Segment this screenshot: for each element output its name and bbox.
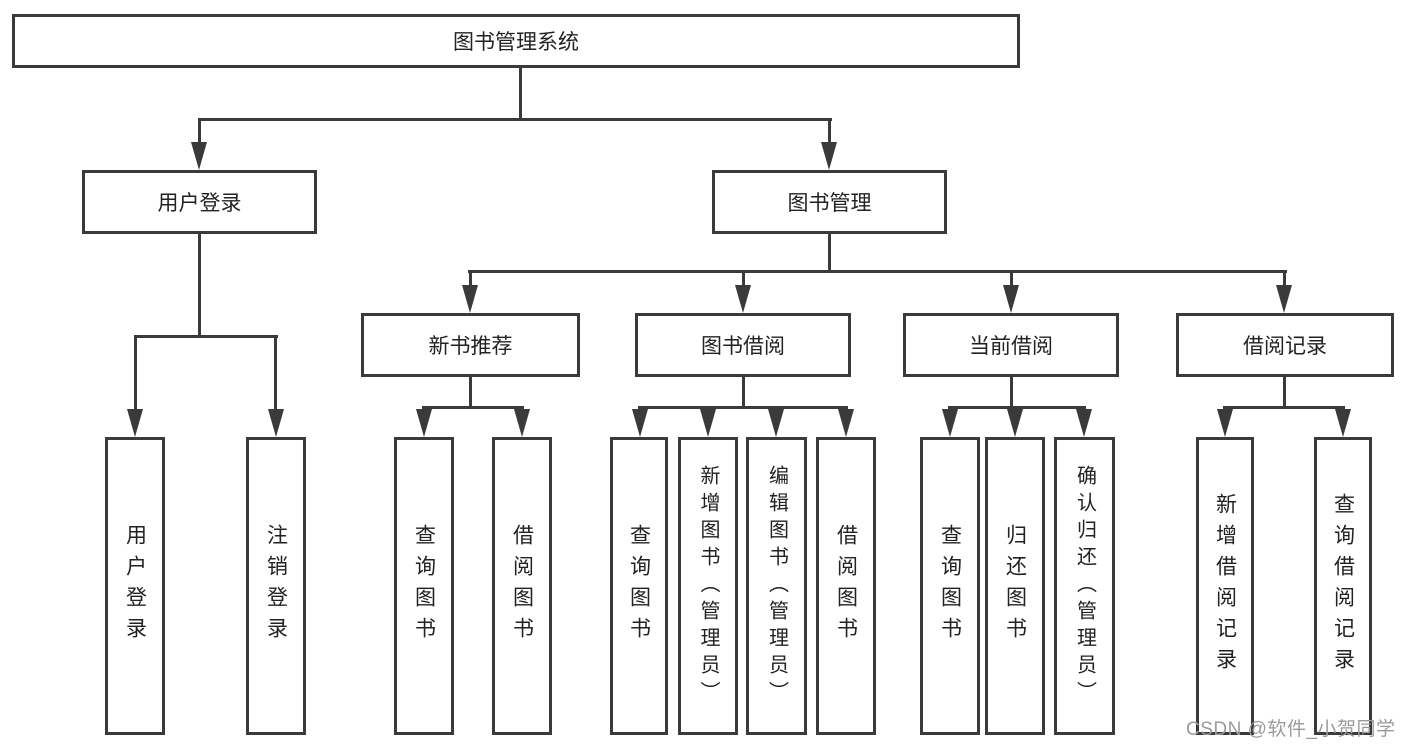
node-book-borrowing: 图书借阅 [635,313,851,377]
leaf-borrow-books-borrowing: 借阅图书 [816,437,876,735]
node-user-login: 用户登录 [82,170,317,234]
node-current-borrowing: 当前借阅 [903,313,1119,377]
arrowhead-icon [127,409,143,437]
connector-line [1010,377,1013,408]
node-label: 当前借阅 [969,335,1053,358]
node-borrowing-records: 借阅记录 [1176,313,1394,377]
connector-line [742,270,745,288]
node-new-book-recommendation: 新书推荐 [361,313,580,377]
leaf-borrow-books-recommend: 借阅图书 [492,437,552,735]
connector-line [1010,270,1013,288]
node-label: 用户登录 [157,192,242,215]
connector-line [468,270,1287,273]
node-label: 查询图书 [938,524,962,648]
leaf-logout: 注销登录 [246,437,306,735]
node-label: 新书推荐 [428,335,513,358]
leaf-query-borrow-record: 查询借阅记录 [1314,437,1372,735]
leaf-query-books-borrowing: 查询图书 [610,437,668,735]
connector-line [469,377,472,408]
arrowhead-icon [1217,409,1233,437]
node-library-management-system: 图书管理系统 [12,14,1020,68]
leaf-user-login: 用户登录 [105,437,165,735]
connector-line [134,335,278,338]
connector-line [828,234,831,273]
arrowhead-icon [268,409,284,437]
arrowhead-icon [838,409,854,437]
leaf-query-books-current: 查询图书 [920,437,980,735]
leaf-add-borrow-record: 新增借阅记录 [1196,437,1254,735]
connector-line [638,406,848,409]
connector-line [469,270,472,288]
watermark: CSDN @软件_小贺同学 [1186,719,1396,740]
node-label: 注销登录 [264,524,288,648]
arrowhead-icon [462,285,478,313]
connector-line [422,406,524,409]
connector-line [198,118,832,121]
arrowhead-icon [735,285,751,313]
arrowhead-icon [191,142,207,170]
connector-line [828,118,831,146]
node-label: 编辑图书（管理员） [765,464,788,708]
node-label: 查询图书 [627,524,651,648]
node-label: 查询借阅记录 [1331,493,1355,679]
node-label: 归还图书 [1003,524,1027,648]
connector-line [948,406,1086,409]
leaf-query-books-recommend: 查询图书 [394,437,454,735]
connector-line [198,234,201,337]
connector-line [1283,270,1286,288]
arrowhead-icon [1335,409,1351,437]
arrowhead-icon [514,409,530,437]
leaf-add-book-admin: 新增图书（管理员） [678,437,738,735]
node-label: 新增图书（管理员） [697,464,719,708]
node-book-management: 图书管理 [712,170,947,234]
leaf-confirm-return-admin: 确认归还（管理员） [1054,437,1115,735]
node-label: 图书借阅 [701,335,785,358]
connector-line [274,335,277,411]
arrowhead-icon [1076,409,1092,437]
node-label: 图书管理系统 [453,31,579,54]
connector-line [134,335,137,411]
node-label: 用户登录 [123,524,147,648]
arrowhead-icon [632,409,648,437]
node-label: 借阅图书 [510,524,534,648]
node-label: 借阅图书 [834,524,858,648]
arrowhead-icon [1007,409,1023,437]
connector-line [742,377,745,408]
arrowhead-icon [700,409,716,437]
node-label: 借阅记录 [1243,335,1327,358]
connector-line [1223,406,1345,409]
arrowhead-icon [1003,285,1019,313]
connector-line [1283,377,1286,408]
node-label: 查询图书 [412,524,436,648]
leaf-return-book: 归还图书 [985,437,1045,735]
connector-line [519,66,522,120]
leaf-edit-book-admin: 编辑图书（管理员） [746,437,807,735]
arrowhead-icon [1276,285,1292,313]
node-label: 新增借阅记录 [1213,493,1237,679]
arrowhead-icon [768,409,784,437]
node-label: 图书管理 [787,192,872,215]
arrowhead-icon [416,409,432,437]
arrowhead-icon [942,409,958,437]
arrowhead-icon [821,142,837,170]
connector-line [198,118,201,146]
node-label: 确认归还（管理员） [1073,464,1096,708]
